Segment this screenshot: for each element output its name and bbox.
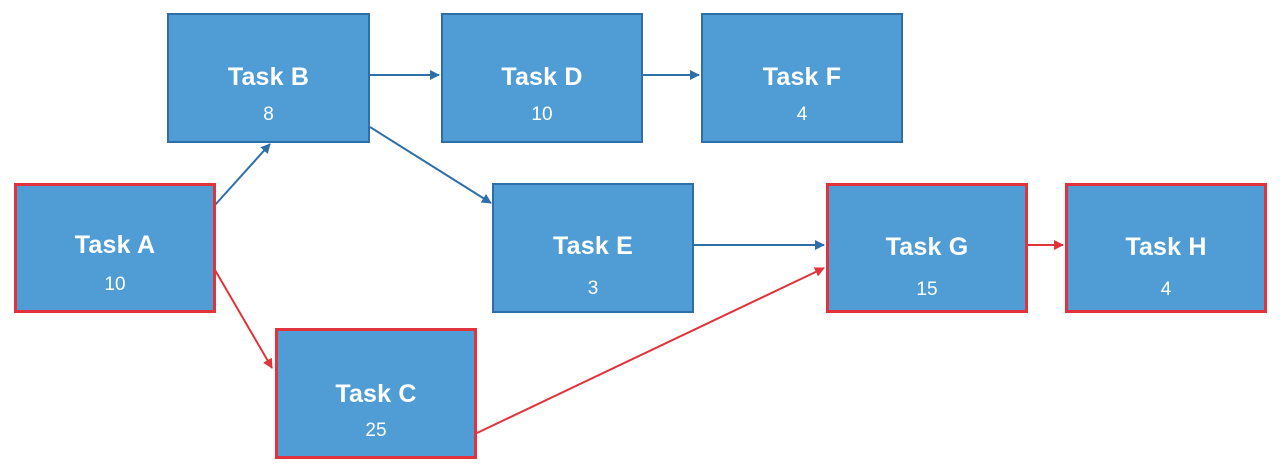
task-e-duration: 3	[587, 278, 599, 299]
task-h-duration: 4	[1160, 279, 1172, 300]
task-c-name: Task C	[335, 380, 417, 408]
task-f-name: Task F	[762, 63, 842, 91]
arrow-c-to-g	[476, 267, 825, 434]
task-f-duration: 4	[796, 104, 808, 125]
task-c-box: Task C 25	[275, 328, 477, 459]
task-g-duration: 15	[916, 279, 938, 300]
task-d-name: Task D	[501, 63, 583, 91]
task-e-box: Task E 3	[492, 183, 694, 313]
task-c-duration: 25	[365, 420, 387, 441]
task-b-duration: 8	[263, 104, 274, 125]
task-b-name: Task B	[227, 63, 310, 91]
task-a-box: Task A 10	[14, 183, 216, 313]
arrow-a-to-b	[214, 143, 271, 206]
task-d-duration: 10	[531, 104, 553, 125]
task-f-box: Task F 4	[701, 13, 903, 143]
task-h-name: Task H	[1125, 233, 1207, 261]
task-d-box: Task D 10	[441, 13, 643, 143]
arrow-a-to-c	[214, 269, 273, 369]
task-a-name: Task A	[74, 231, 156, 259]
task-e-name: Task E	[553, 232, 633, 260]
task-a-duration: 10	[104, 274, 126, 295]
arrow-b-to-e	[369, 126, 492, 204]
task-g-box: Task G 15	[826, 183, 1028, 313]
task-b-box: Task B 8	[167, 13, 370, 143]
task-h-box: Task H 4	[1065, 183, 1267, 313]
task-g-name: Task G	[885, 233, 969, 261]
